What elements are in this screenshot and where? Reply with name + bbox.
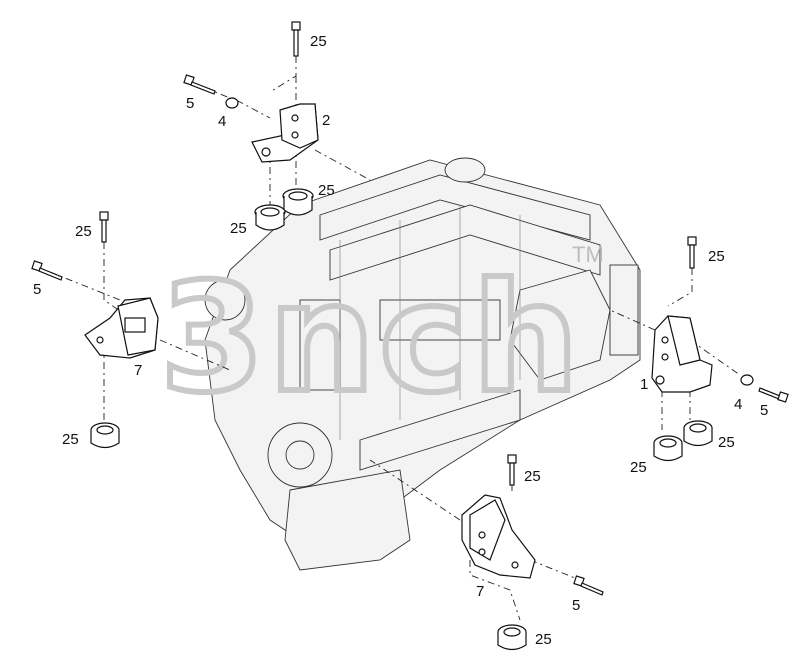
bolt-25-left: [99, 211, 109, 243]
bolt-25-top: [291, 21, 301, 57]
mount-25-right-l: [653, 435, 683, 462]
leader-lines: [49, 56, 741, 621]
watermark-trademark: TM: [572, 242, 604, 267]
spacer-4-right: [740, 374, 754, 386]
callout-25-top: 25: [310, 33, 327, 50]
callout-7-bottom: 7: [476, 583, 484, 600]
bracket-7-bottom: [461, 494, 536, 579]
callout-labels: 25 5 4 2 25 25 25 5 7 25 25 1 4 5 25 25 …: [33, 33, 768, 648]
watermark-logo: 3nch TM: [157, 242, 604, 429]
bracket-7-left: [84, 297, 159, 359]
callout-1: 1: [640, 376, 648, 393]
callout-25-left-mount: 25: [62, 431, 79, 448]
bottom-mount-group: [461, 454, 604, 651]
bolt-25-right: [687, 236, 697, 269]
mount-25-bottom: [497, 624, 527, 651]
callout-25-top-mount-l: 25: [230, 220, 247, 237]
callout-5-bottom: 5: [572, 597, 580, 614]
mount-25-right-r: [683, 420, 713, 447]
callout-25-bottom-bolt: 25: [524, 468, 541, 485]
left-mount-group: [31, 211, 159, 449]
engine-assembly: [204, 157, 641, 571]
callout-25-right-mount-r: 25: [718, 434, 735, 451]
callout-25-left-bolt: 25: [75, 223, 92, 240]
callout-5-left: 5: [33, 281, 41, 298]
bracket-1: [651, 315, 713, 393]
callout-4-topleft: 4: [218, 113, 226, 130]
callout-2: 2: [322, 112, 330, 129]
callout-5-topleft: 5: [186, 95, 194, 112]
bolt-5-right: [758, 387, 789, 403]
bolt-5-topleft: [183, 74, 216, 95]
bolt-5-bottom: [573, 575, 604, 596]
callout-25-right-bolt: 25: [708, 248, 725, 265]
right-mount-group: [651, 236, 789, 462]
callout-7-left: 7: [134, 362, 142, 379]
spacer-4-topleft: [225, 97, 239, 109]
mount-25-top-left: [254, 204, 286, 231]
callout-25-top-mount-r: 25: [318, 182, 335, 199]
callout-5-right: 5: [760, 402, 768, 419]
bolt-25-bottom: [507, 454, 517, 486]
watermark-text: 3nch: [160, 252, 583, 426]
callout-25-right-mount-l: 25: [630, 459, 647, 476]
mount-25-left: [90, 422, 120, 449]
top-mount-group: [183, 21, 319, 231]
mount-25-top-right: [282, 188, 314, 216]
bracket-2: [251, 103, 319, 163]
bolt-5-left: [31, 260, 63, 281]
callout-4-right: 4: [734, 396, 742, 413]
callout-25-bottom-mount: 25: [535, 631, 552, 648]
